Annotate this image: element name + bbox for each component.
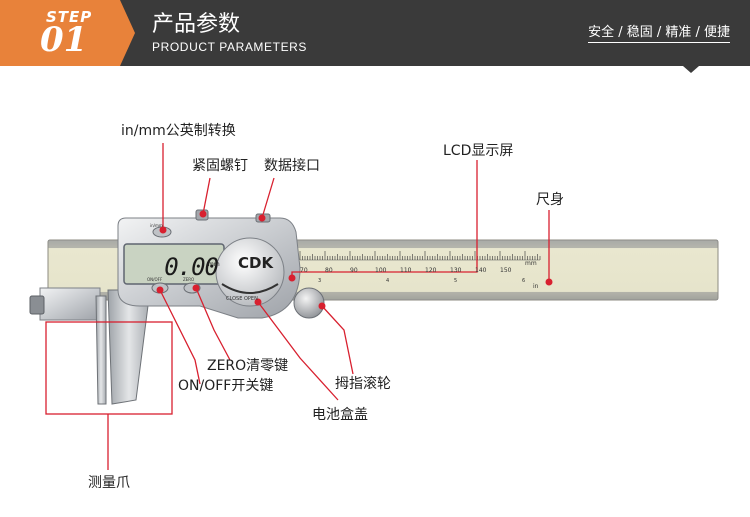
slider-body — [117, 209, 301, 319]
label-lock-screw: 紧固螺钉 — [192, 158, 248, 174]
scale-mm-label: 130 — [450, 267, 462, 274]
scale-mm-label: 120 — [425, 267, 437, 274]
thumb-wheel — [293, 287, 325, 319]
label-thumb-wheel: 拇指滚轮 — [335, 376, 391, 392]
scale-in-label: 3 — [318, 278, 321, 284]
scale-mm-label: 110 — [400, 267, 412, 274]
scale-in-label: 4 — [386, 278, 389, 284]
scale-mm-label: 90 — [350, 267, 358, 274]
lcd-reading: 0.00 — [164, 253, 219, 281]
scale-unit-mm: mm — [525, 260, 537, 267]
label-zero-key: ZERO清零键 — [207, 358, 289, 374]
lcd-unit: mm — [208, 261, 220, 268]
fixed-jaw — [29, 287, 107, 405]
label-beam: 尺身 — [536, 192, 564, 208]
step-badge: STEP 01 — [0, 0, 135, 66]
scale-mm-label: 70 — [300, 267, 308, 274]
scale-in-label: 5 — [454, 278, 457, 284]
scale-mm-label: 140 — [475, 267, 487, 274]
brand-logo: CDK — [238, 254, 274, 272]
tagline: 安全 / 稳固 / 精准 / 便捷 — [588, 21, 730, 43]
scale-ticks — [299, 251, 541, 261]
header-notch — [683, 66, 699, 73]
label-onoff-key: ON/OFF开关键 — [178, 378, 274, 394]
page-title: 产品参数 — [152, 12, 241, 37]
step-label: STEP — [46, 8, 93, 26]
scale-in-labels: 3 4 5 6 — [318, 278, 525, 284]
step-number: 01 — [40, 20, 88, 60]
scale-mm-labels: 70 80 90 100 110 120 130 140 150 — [300, 267, 512, 274]
label-jaw: 测量爪 — [88, 475, 130, 491]
callout-lines — [45, 143, 550, 470]
inmm-btn-label: in/mm — [150, 223, 163, 228]
cover-label: CLOSE OPEN — [226, 296, 258, 302]
scale-mm-label: 80 — [325, 267, 333, 274]
onoff-btn-label: ON/OFF — [147, 277, 163, 282]
scale-unit-in: in — [533, 283, 539, 290]
zero-btn-label: ZERO — [183, 277, 194, 282]
label-battery-cover: 电池盒盖 — [312, 407, 368, 423]
header-bar: STEP 01 产品参数 PRODUCT PARAMETERS 安全 / 稳固 … — [0, 0, 750, 66]
step-badge-shape — [0, 0, 135, 66]
label-data-port: 数据接口 — [264, 158, 320, 174]
scale-in-label: 6 — [522, 278, 525, 284]
callout-dots — [156, 210, 553, 310]
page-subtitle: PRODUCT PARAMETERS — [152, 40, 308, 54]
label-unit-switch: in/mm公英制转换 — [121, 123, 236, 139]
scale-mm-label: 150 — [500, 267, 512, 274]
scale-mm-label: 100 — [375, 267, 387, 274]
moving-jaw — [107, 289, 151, 405]
label-lcd: LCD显示屏 — [443, 143, 514, 159]
